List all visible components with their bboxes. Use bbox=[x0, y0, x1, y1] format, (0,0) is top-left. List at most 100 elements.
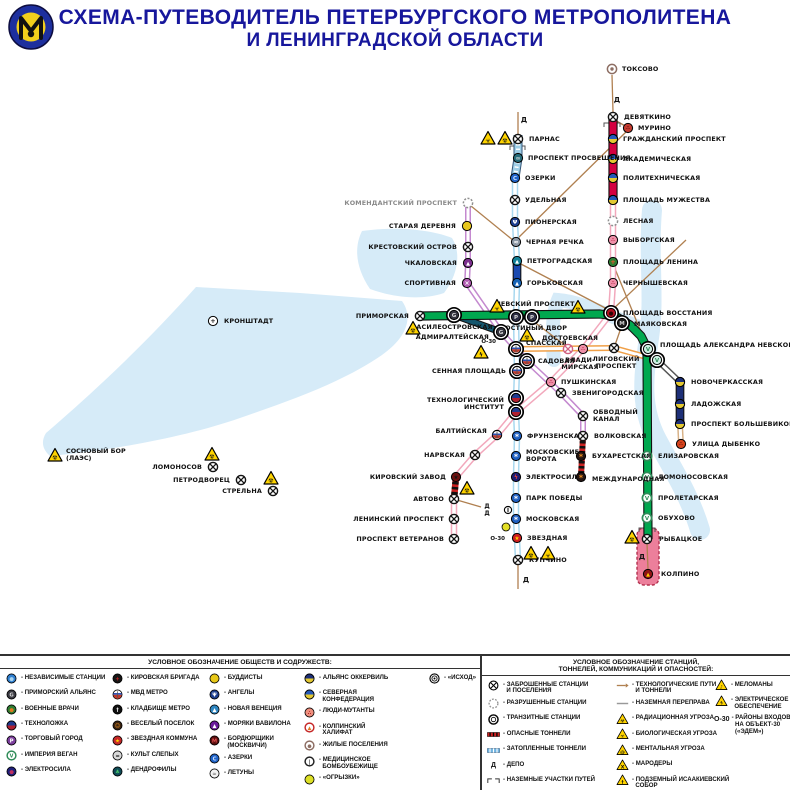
svg-text:G: G bbox=[499, 330, 504, 336]
svg-text:☢: ☢ bbox=[575, 307, 580, 314]
station-label: БАЛТИЙСКАЯ bbox=[436, 426, 487, 435]
station-label: ПЕТРОДВОРЕЦ bbox=[173, 476, 230, 484]
map-text: СОСНОВЫЙ БОР bbox=[66, 446, 126, 455]
station-label: ВАСИЛЕОСТРОВСКАЯ bbox=[411, 323, 492, 331]
legend-item: Х- МАРОДЕРЫ bbox=[615, 759, 710, 772]
legend-item: ●- ЭЛЕКТРОСИЛА bbox=[4, 765, 106, 778]
svg-text:†: † bbox=[116, 708, 119, 714]
svg-text:∞: ∞ bbox=[516, 156, 521, 162]
svg-text:Ψ: Ψ bbox=[513, 220, 518, 226]
legend-item-label: - РАЗРУШЕННЫЕ СТАНЦИИ bbox=[503, 698, 587, 706]
station-label: СЕННАЯ ПЛОЩАДЬ bbox=[432, 367, 506, 375]
station-chkalovskaya: ▲ЧКАЛОВСКАЯ bbox=[405, 257, 474, 269]
svg-text:♣: ♣ bbox=[115, 769, 120, 775]
map-text: Д bbox=[484, 503, 489, 510]
svg-text:Р: Р bbox=[514, 315, 518, 321]
svg-text:C: C bbox=[213, 756, 217, 762]
legend-item: ϟ- ЭЛЕКТРИЧЕСКОЕ ОБЕСПЕЧЕНИЕ bbox=[714, 695, 790, 711]
station-label: ПЕТРОГРАДСКАЯ bbox=[527, 257, 592, 265]
station-label: ЛЕСНАЯ bbox=[623, 217, 653, 225]
svg-text:*: * bbox=[579, 452, 584, 461]
hazard-triangle: ☢ bbox=[459, 480, 475, 495]
half-icon bbox=[302, 688, 317, 701]
legend-item-label: - ТОРГОВЫЙ ГОРОД bbox=[21, 735, 83, 743]
svg-text:V: V bbox=[645, 516, 650, 522]
station-sadovaya: САДОВАЯ bbox=[518, 352, 574, 370]
legend-item-label: - МЕНТАЛЬНАЯ УГРОЗА bbox=[632, 745, 705, 753]
station-label: ДЕВЯТКИНО bbox=[624, 113, 671, 121]
tri-icon: @ bbox=[615, 744, 630, 757]
hazard-triangle: ☣ bbox=[540, 545, 556, 560]
legend-item: ★- ЗВЕЗДНАЯ КОММУНА bbox=[110, 734, 203, 747]
header: СХЕМА-ПУТЕВОДИТЕЛЬ ПЕТЕРБУРГСКОГО МЕТРОП… bbox=[0, 0, 790, 58]
station-kronshtadt: +КРОНШТАДТ bbox=[207, 315, 274, 327]
legend-item-label: - ЖИЛЫЕ ПОСЕЛЕНИЯ bbox=[319, 740, 388, 748]
hazard-triangle: ☢ bbox=[523, 545, 539, 560]
station-label: ВОРОТА bbox=[526, 455, 557, 463]
station-label: ПРОСПЕКТ БОЛЬШЕВИКОВ bbox=[691, 420, 790, 428]
legend-item: - ТЕХНОЛОЖКА bbox=[4, 719, 106, 732]
tri-icon: ϟ bbox=[714, 695, 729, 708]
svg-text:+: + bbox=[610, 258, 615, 266]
svg-text:ϟ: ϟ bbox=[720, 700, 723, 706]
metro-line-l1-kirovsky-avtovo bbox=[450, 476, 460, 500]
tech-line bbox=[611, 74, 614, 113]
circle-icon: M bbox=[207, 734, 222, 747]
legend-item: ♪- МЕЛОМАНЫ bbox=[714, 679, 790, 692]
station-baltiyskaya: БАЛТИЙСКАЯ bbox=[436, 426, 503, 441]
legend-item-label: - ВЕСЕЛЫЙ ПОСЕЛОК bbox=[127, 720, 195, 728]
station-kupchino: КУПЧИНО bbox=[512, 554, 567, 566]
svg-text:Х: Х bbox=[621, 764, 625, 770]
legend-item: @- МЕНТАЛЬНАЯ УГРОЗА bbox=[615, 744, 710, 757]
hazard-triangle: ☢ bbox=[47, 447, 63, 462]
svg-text:☣: ☣ bbox=[545, 553, 551, 560]
legend-item: ●- НЕЗАВИСИМЫЕ СТАНЦИИ bbox=[4, 672, 106, 685]
station-label: ЛОМОНОСОВ bbox=[152, 463, 202, 471]
svg-text:●: ● bbox=[9, 708, 14, 714]
metro-line-l5-sportivnaya-admiralteyskaya bbox=[465, 282, 503, 333]
legend-item-label: - ПОДЗЕМНЫЙ ИСААКИЕВСКИЙ СОБОР bbox=[632, 775, 730, 790]
station-label: МЕЖДУНАРОДНАЯ bbox=[592, 475, 664, 483]
ringg-icon: | bbox=[302, 755, 317, 768]
map-text: Д bbox=[484, 510, 489, 517]
legend-item-label: - НОВАЯ ВЕНЕЦИЯ bbox=[224, 704, 282, 712]
svg-text:ϟ: ϟ bbox=[479, 352, 483, 359]
svg-text:M: M bbox=[619, 321, 624, 327]
hazard-triangle: ☢ bbox=[497, 130, 513, 145]
svg-text:M: M bbox=[212, 738, 217, 744]
station-petrodvorets: ПЕТРОДВОРЕЦ bbox=[173, 474, 247, 486]
svg-text:≈: ≈ bbox=[513, 239, 518, 246]
legend-item: - НАЗЕМНАЯ ПЕРЕПРАВА bbox=[615, 697, 710, 710]
legend-item: - РАЗРУШЕННЫЕ СТАНЦИИ bbox=[486, 697, 611, 710]
hazard-triangle: ☣ bbox=[480, 130, 496, 145]
svg-text:∴: ∴ bbox=[581, 347, 585, 353]
station-label: ЛИГОВСКИЙ bbox=[593, 354, 640, 363]
svg-text:☣: ☣ bbox=[494, 306, 500, 313]
svg-text:V: V bbox=[10, 754, 14, 760]
station-label: ЗВЕНИГОРОДСКАЯ bbox=[572, 389, 644, 397]
legend-item: G- ПРИМОРСКИЙ АЛЬЯНС bbox=[4, 688, 106, 701]
svg-text:●: ● bbox=[307, 744, 311, 750]
station-label: АДМИРАЛТЕЙСКАЯ bbox=[416, 332, 489, 341]
circle-icon: Р bbox=[4, 734, 19, 747]
legend-item: ▲- НОВАЯ ВЕНЕЦИЯ bbox=[207, 703, 298, 716]
legend-item: - МВД МЕТРО bbox=[110, 688, 203, 701]
station-primorskaya: ПРИМОРСКАЯ bbox=[356, 310, 426, 322]
station-buharestskaya: *БУХАРЕСТСКАЯ bbox=[575, 450, 651, 461]
legend-item-label: - КИРОВСКАЯ БРИГАДА bbox=[127, 673, 200, 681]
page-title-line2: И ЛЕНИНГРАДСКОЙ ОБЛАСТИ bbox=[246, 30, 544, 51]
map-text: Д bbox=[614, 96, 620, 104]
tech-line bbox=[518, 262, 612, 312]
legend-item: +- КИРОВСКАЯ БРИГАДА bbox=[110, 672, 203, 685]
legend-item: †- КЛАДБИЩЕ МЕТРО bbox=[110, 703, 203, 716]
circle-icon bbox=[302, 773, 317, 786]
svg-text:∞: ∞ bbox=[115, 754, 119, 760]
svg-text:Ψ: Ψ bbox=[212, 692, 217, 698]
circle-icon: ● bbox=[4, 765, 19, 778]
svg-text:☢: ☢ bbox=[502, 138, 507, 145]
